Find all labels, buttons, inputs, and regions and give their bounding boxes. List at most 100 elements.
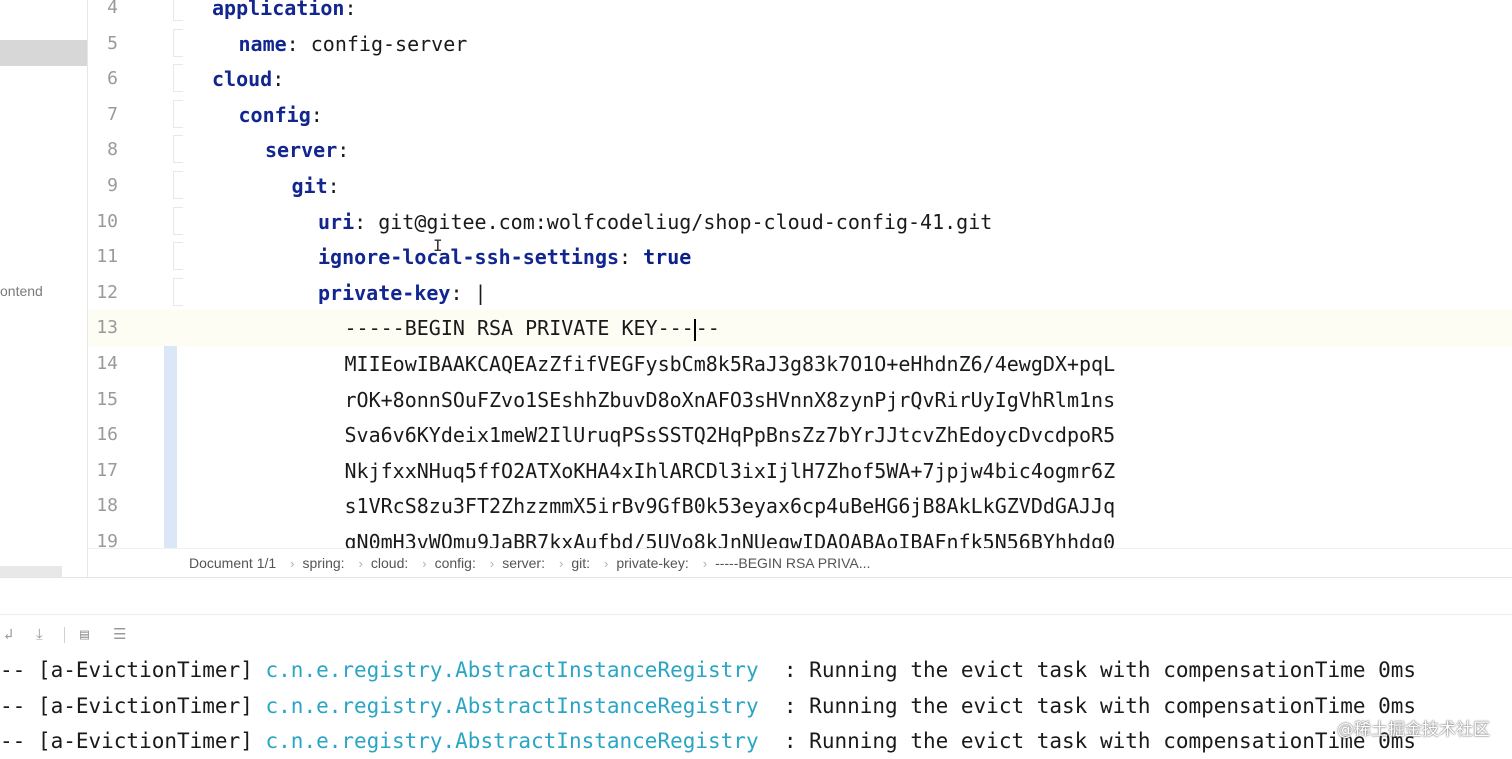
breadcrumb-item[interactable]: -----BEGIN RSA PRIVA...: [715, 555, 871, 571]
code-text: private-key: |: [318, 275, 487, 311]
fold-marker-icon[interactable]: [173, 0, 183, 21]
breadcrumb: Document 1/1 › spring: › cloud: › config: › serv…: [88, 548, 1512, 577]
line-number: 17: [96, 459, 118, 481]
log-thread: -- [a-EvictionTimer]: [0, 729, 266, 754]
code-text: -----BEGIN RSA PRIVATE KEY-----: [345, 310, 720, 346]
code-line-17[interactable]: 17 NkjfxxNHuq5ffO2ATXoKHA4xIhlARCDl3ixIjl…: [88, 452, 1512, 489]
code-text: uri: git@gitee.com:wolfcodeliug/shop-clo…: [318, 204, 992, 240]
text-caret: [693, 318, 696, 341]
soft-wrap-icon[interactable]: ↲: [4, 625, 14, 643]
change-marker[interactable]: [164, 452, 177, 489]
project-panel: ontend: [0, 0, 88, 577]
log-message: : Running the evict task with compensati…: [758, 729, 1417, 754]
yaml-key: cloud: [212, 67, 273, 92]
yaml-value: s1VRcS8zu3FT2ZhzzmmX5irBv9GfB0k53eyax6cp…: [344, 494, 1116, 519]
yaml-value: --: [695, 316, 720, 341]
breadcrumb-item[interactable]: cloud:: [370, 555, 409, 571]
log-logger-link[interactable]: c.n.e.registry.AbstractInstanceRegistry: [265, 729, 759, 754]
fold-marker-icon[interactable]: [173, 242, 183, 271]
code-line-19[interactable]: 19 gN0mH3vWOmu9JaBR7kxAufbd/5UVo8kJnNUeqw…: [88, 524, 1512, 548]
code-text: application:: [212, 0, 357, 26]
print-icon[interactable]: ▤: [80, 625, 90, 643]
line-number: 4: [107, 0, 118, 18]
code-line-8[interactable]: 8 server:: [88, 132, 1512, 168]
breadcrumb-item[interactable]: server:: [502, 555, 545, 571]
fold-marker-icon[interactable]: [173, 28, 183, 57]
log-message: : Running the evict task with compensati…: [758, 693, 1417, 718]
breadcrumb-separator-icon: ›: [489, 555, 495, 571]
fold-marker-icon[interactable]: [173, 99, 183, 128]
project-tree-item[interactable]: ontend: [0, 283, 43, 299]
console-output[interactable]: -- [a-EvictionTimer] c.n.e.registry.Abst…: [0, 652, 1512, 759]
yaml-key: git: [291, 174, 328, 198]
panel-scrollbar[interactable]: [0, 566, 62, 577]
breadcrumb-separator-icon: ›: [604, 555, 609, 571]
yaml-value: NkjfxxNHuq5ffO2ATXoKHA4xIhlARCDl3ixIjlH7…: [344, 458, 1116, 483]
change-marker[interactable]: [164, 381, 177, 418]
console-toolbar: ↲ ⤓ ▤ ☰: [0, 614, 1512, 652]
breadcrumb-item[interactable]: spring:: [302, 555, 345, 571]
code-line-13[interactable]: 13-----BEGIN RSA PRIVATE KEY-----: [88, 310, 1512, 347]
code-text: cloud:: [212, 61, 284, 97]
change-marker[interactable]: [164, 417, 177, 454]
fold-marker-icon[interactable]: [173, 277, 183, 306]
yaml-value: gN0mH3vWOmu9JaBR7kxAufbd/5UVo8kJnNUeqwID…: [344, 530, 1116, 548]
fold-marker-icon[interactable]: [173, 135, 183, 164]
clear-all-icon[interactable]: ☰: [113, 625, 127, 643]
change-marker[interactable]: [164, 346, 177, 382]
breadcrumb-item[interactable]: git:: [571, 555, 591, 571]
code-text: Sva6v6KYdeix1meW2IlUruqPSsSSTQ2HqPpBnsZz…: [345, 417, 1116, 453]
change-marker[interactable]: [164, 524, 177, 548]
line-number: 8: [107, 139, 118, 161]
yaml-separator: :: [327, 174, 340, 198]
console-line: -- [a-EvictionTimer] c.n.e.registry.Abst…: [0, 688, 1416, 724]
fold-marker-icon[interactable]: [173, 206, 183, 235]
line-number: 11: [96, 246, 118, 268]
log-thread: -- [a-EvictionTimer]: [0, 658, 266, 682]
yaml-key: server: [265, 138, 338, 163]
breadcrumb-item[interactable]: config:: [434, 555, 476, 571]
breadcrumb-separator-icon: ›: [358, 555, 363, 571]
breadcrumb-separator-icon: ›: [558, 555, 564, 571]
breadcrumb-item[interactable]: private-key:: [616, 555, 689, 571]
log-logger-link[interactable]: c.n.e.registry.AbstractInstanceRegistry: [265, 693, 759, 718]
code-line-4[interactable]: 4 application:: [88, 0, 1512, 26]
watermark: @稀土掘金技术社区: [1337, 720, 1490, 740]
project-tree-selected-row[interactable]: [0, 40, 87, 66]
code-line-18[interactable]: 18 s1VRcS8zu3FT2ZhzzmmX5irBv9GfB0k53eyax6…: [88, 488, 1512, 525]
yaml-key: application: [212, 0, 345, 20]
breadcrumb-separator-icon: ›: [422, 555, 427, 571]
line-number: 18: [96, 495, 118, 517]
code-text: NkjfxxNHuq5ffO2ATXoKHA4xIhlARCDl3ixIjlH7…: [345, 453, 1116, 489]
yaml-separator: :: [450, 280, 463, 305]
line-number: 5: [107, 32, 118, 54]
change-marker[interactable]: [164, 488, 177, 525]
code-text: git:: [292, 168, 340, 204]
code-line-12[interactable]: 12 private-key: |: [88, 275, 1512, 311]
line-number: 12: [96, 281, 118, 303]
yaml-value: MIIEowIBAAKCAQEAzZfifVEGFysbCm8k5RaJ3g83…: [344, 352, 1116, 376]
document-indicator[interactable]: Document 1/1: [189, 555, 277, 571]
scroll-to-end-icon[interactable]: ⤓: [36, 625, 43, 643]
console-line: -- [a-EvictionTimer] c.n.e.registry.Abst…: [0, 652, 1416, 688]
fold-marker-icon[interactable]: [173, 171, 183, 199]
yaml-value: -----BEGIN RSA PRIVATE KEY---: [344, 316, 694, 341]
panel-divider[interactable]: [0, 577, 1512, 614]
line-number: 19: [96, 531, 118, 548]
fold-marker-icon[interactable]: [173, 64, 183, 93]
code-text: rOK+8onnSOuFZvo1SEshhZbuvD8oXnAFO3sHVnnX…: [345, 382, 1116, 418]
code-text: MIIEowIBAAKCAQEAzZfifVEGFysbCm8k5RaJ3g83…: [345, 346, 1116, 382]
log-logger-link[interactable]: c.n.e.registry.AbstractInstanceRegistry: [265, 658, 759, 682]
code-text: server:: [265, 132, 349, 168]
yaml-value: Sva6v6KYdeix1meW2IlUruqPSsSSTQ2HqPpBnsZz…: [344, 423, 1116, 448]
